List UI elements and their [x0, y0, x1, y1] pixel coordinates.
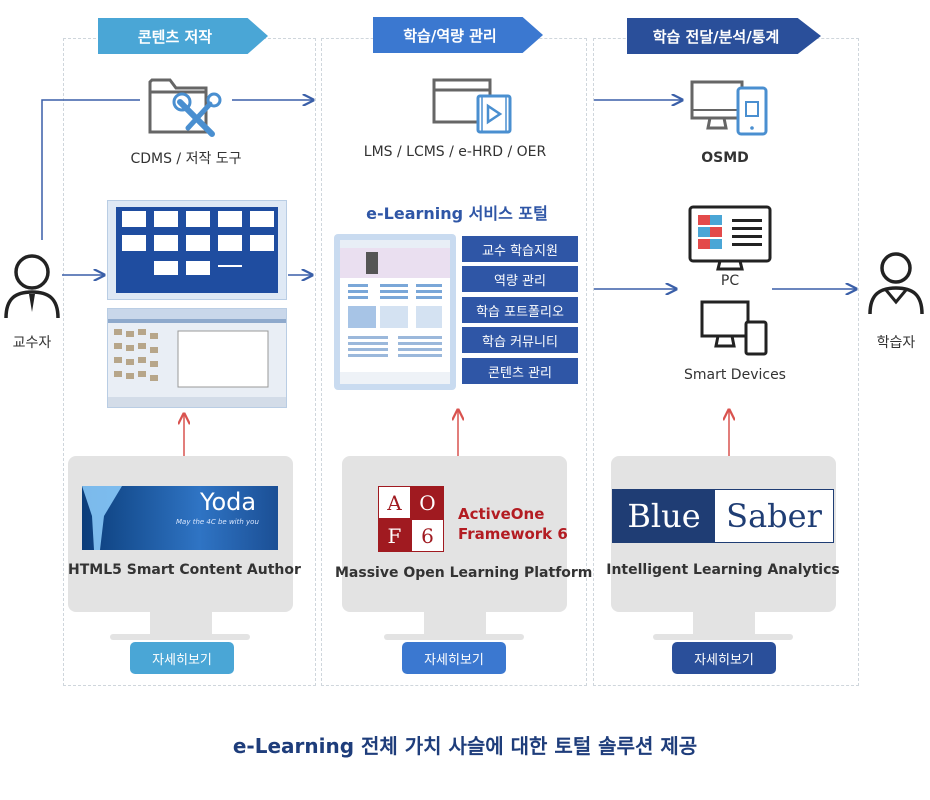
cdms-label: CDMS / 저작 도구: [130, 151, 242, 167]
osmd-devices-icon: [690, 80, 768, 136]
smart-devices-label: Smart Devices: [684, 367, 786, 383]
activeone-desc: Massive Open Learning Platform: [335, 565, 593, 581]
smart-devices-icon: [700, 300, 768, 356]
yoda-logo-tagline: May the 4C be with you: [176, 518, 259, 526]
yoda-logo: Yoda May the 4C be with you: [82, 486, 278, 550]
learner-label: 학습자: [876, 335, 916, 351]
menu-item-teaching-support[interactable]: 교수 학습지원: [462, 236, 578, 262]
banner-management: 학습/역량 관리: [373, 17, 543, 53]
menu-item-portfolio[interactable]: 학습 포트폴리오: [462, 297, 578, 323]
yoda-monitor-stand: [150, 612, 212, 636]
portal-title: e-Learning 서비스 포털: [366, 204, 548, 223]
banner-authoring: 콘텐츠 저작: [98, 18, 268, 54]
activeone-detail-button[interactable]: 자세히보기: [402, 642, 506, 674]
activeone-name-line2: Framework 6: [458, 525, 568, 543]
activeone-name-line1: ActiveOne: [458, 505, 545, 523]
yoda-monitor-base: [110, 634, 250, 640]
yoda-desc: HTML5 Smart Content Author: [68, 562, 301, 578]
folder-tools-icon: [148, 78, 222, 137]
portal-screenshot: [334, 234, 456, 390]
pc-label: PC: [720, 273, 740, 289]
browser-video-icon: [432, 78, 512, 134]
yoda-logo-name: Yoda: [200, 488, 257, 516]
bluesaber-monitor-stand: [693, 612, 755, 636]
bluesaber-logo-left: Blue: [613, 490, 715, 542]
professor-label: 교수자: [12, 335, 52, 351]
pc-icon: [688, 205, 772, 271]
activeone-monitor-stand: [424, 612, 486, 636]
learner-icon: [868, 252, 924, 315]
bluesaber-desc: Intelligent Learning Analytics: [606, 562, 840, 578]
osmd-label: OSMD: [701, 150, 749, 166]
menu-item-content[interactable]: 콘텐츠 관리: [462, 358, 578, 384]
activeone-monitor-base: [384, 634, 524, 640]
authoring-editor-screenshot: [107, 308, 287, 408]
footer-title: e-Learning 전체 가치 사슬에 대한 토털 솔루션 제공: [232, 734, 698, 758]
menu-item-competency[interactable]: 역량 관리: [462, 266, 578, 292]
bluesaber-monitor-base: [653, 634, 793, 640]
bluesaber-detail-button[interactable]: 자세히보기: [672, 642, 776, 674]
bluesaber-logo-right: Saber: [715, 490, 833, 542]
yoda-detail-button[interactable]: 자세히보기: [130, 642, 234, 674]
bluesaber-logo: Blue Saber: [612, 489, 834, 543]
banner-delivery: 학습 전달/분석/통계: [627, 18, 821, 54]
professor-icon: [4, 254, 60, 319]
aof6-logo: A O F 6: [378, 486, 444, 552]
menu-item-community[interactable]: 학습 커뮤니티: [462, 327, 578, 353]
lms-label: LMS / LCMS / e-HRD / OER: [363, 144, 547, 160]
authoring-template-screenshot: [107, 200, 287, 300]
